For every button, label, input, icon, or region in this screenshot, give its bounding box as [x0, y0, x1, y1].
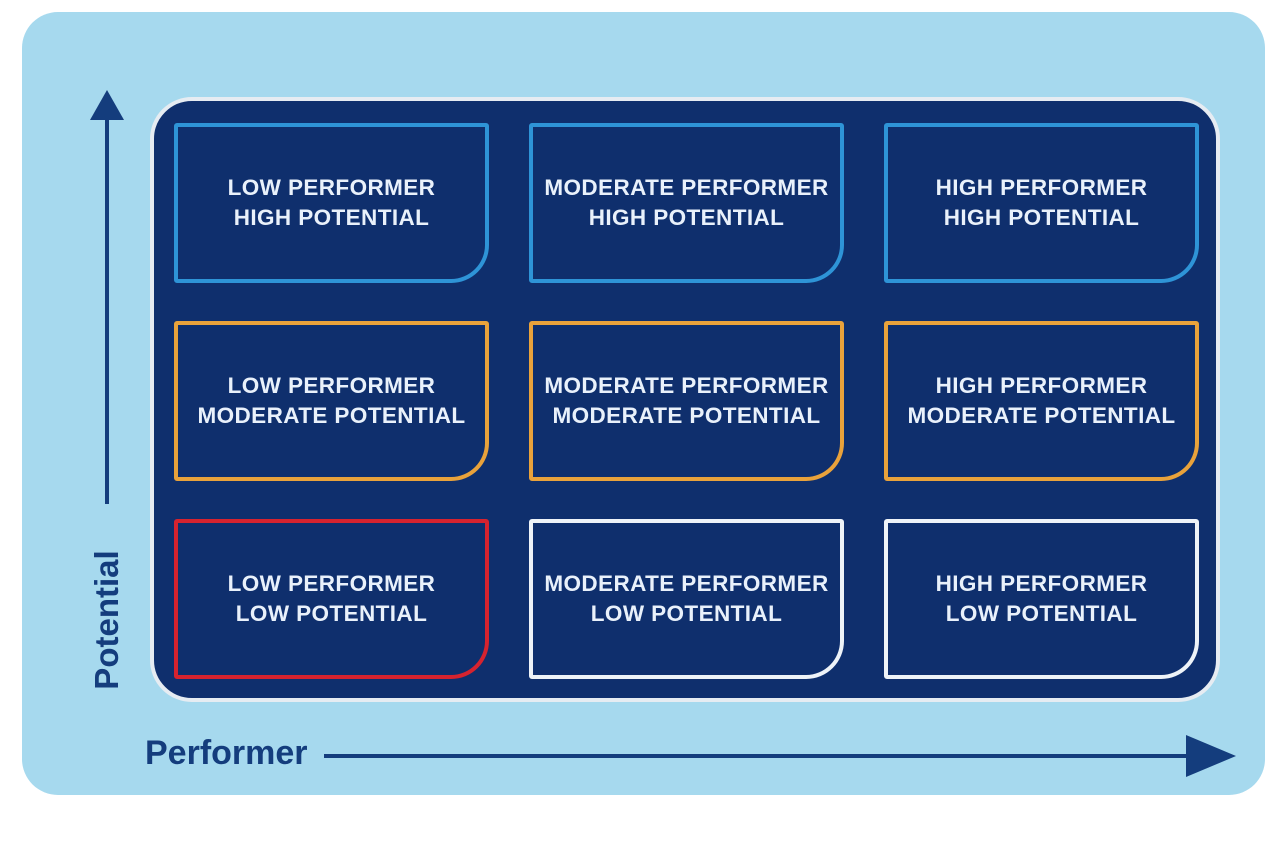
- cell-line1: HIGH PERFORMER: [935, 571, 1148, 597]
- cell-line1: LOW PERFORMER: [227, 373, 436, 399]
- performer-axis-arrowhead-icon: [1186, 735, 1236, 777]
- cell-line2: HIGH POTENTIAL: [233, 205, 430, 230]
- cell-moderate-performer-low-potential: MODERATE PERFORMER LOW POTENTIAL: [529, 519, 844, 679]
- cell-line1: HIGH PERFORMER: [935, 373, 1148, 399]
- potential-axis-label: Potential: [88, 550, 125, 690]
- diagram-background: Potential LOW PERFORMER HIGH POTENTIAL M…: [22, 12, 1265, 795]
- cell-low-performer-low-potential: LOW PERFORMER LOW POTENTIAL: [174, 519, 489, 679]
- potential-axis-arrowhead-icon: [90, 90, 124, 120]
- potential-axis-line: [105, 116, 109, 504]
- cell-line1: MODERATE PERFORMER: [544, 571, 829, 597]
- cell-high-performer-moderate-potential: HIGH PERFORMER MODERATE POTENTIAL: [884, 321, 1199, 481]
- cell-line2: MODERATE POTENTIAL: [197, 403, 466, 428]
- cell-line1: LOW PERFORMER: [227, 175, 436, 201]
- cell-line1: MODERATE PERFORMER: [544, 175, 829, 201]
- cell-line1: MODERATE PERFORMER: [544, 373, 829, 399]
- cell-line1: LOW PERFORMER: [227, 571, 436, 597]
- cell-moderate-performer-high-potential: MODERATE PERFORMER HIGH POTENTIAL: [529, 123, 844, 283]
- cell-line2: LOW POTENTIAL: [590, 601, 783, 626]
- cell-high-performer-low-potential: HIGH PERFORMER LOW POTENTIAL: [884, 519, 1199, 679]
- cell-high-performer-high-potential: HIGH PERFORMER HIGH POTENTIAL: [884, 123, 1199, 283]
- cell-low-performer-moderate-potential: LOW PERFORMER MODERATE POTENTIAL: [174, 321, 489, 481]
- performer-axis-label: Performer: [145, 734, 308, 772]
- cell-line2: MODERATE POTENTIAL: [552, 403, 821, 428]
- cell-low-performer-high-potential: LOW PERFORMER HIGH POTENTIAL: [174, 123, 489, 283]
- cell-line2: LOW POTENTIAL: [235, 601, 428, 626]
- cell-line2: HIGH POTENTIAL: [943, 205, 1140, 230]
- cell-line2: LOW POTENTIAL: [945, 601, 1138, 626]
- cell-line2: MODERATE POTENTIAL: [907, 403, 1176, 428]
- cell-line1: HIGH PERFORMER: [935, 175, 1148, 201]
- cell-moderate-performer-moderate-potential: MODERATE PERFORMER MODERATE POTENTIAL: [529, 321, 844, 481]
- performer-axis-line: [324, 754, 1186, 758]
- nine-box-grid: LOW PERFORMER HIGH POTENTIAL MODERATE PE…: [158, 105, 1212, 694]
- cell-line2: HIGH POTENTIAL: [588, 205, 785, 230]
- matrix-panel: LOW PERFORMER HIGH POTENTIAL MODERATE PE…: [150, 97, 1220, 702]
